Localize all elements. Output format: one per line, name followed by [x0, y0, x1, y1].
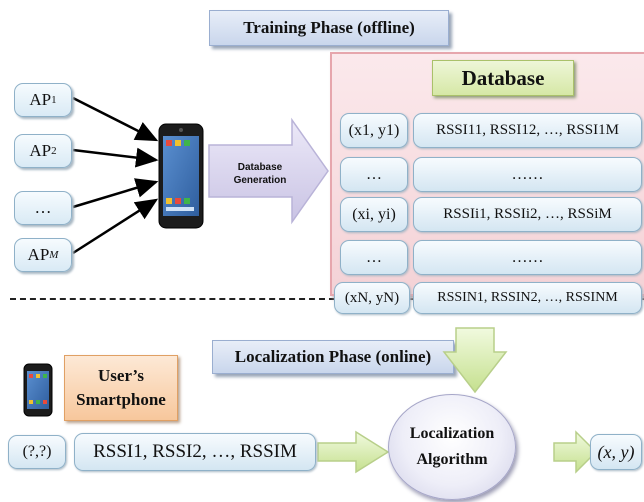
training-phase-title: Training Phase (offline): [209, 10, 449, 46]
db-rssi-cell: ……: [413, 240, 642, 275]
arrow-ap2: [72, 147, 159, 168]
unknown-position-text: (?,?): [22, 443, 52, 460]
arrow-right-rssi-to-algorithm: [317, 430, 390, 474]
algorithm-line2: Algorithm: [416, 451, 488, 468]
db-rssi-text: ……: [511, 165, 544, 183]
ap-subscript: M: [49, 249, 59, 261]
ap-subscript: 2: [51, 145, 57, 157]
localization-phase-title-text: Localization Phase (online): [234, 347, 432, 366]
db-rssi-cell: RSSIN1, RSSIN2, …, RSSINM: [413, 282, 642, 314]
database-generation-label-line2: Generation: [233, 175, 287, 186]
training-phase-title-text: Training Phase (offline): [243, 18, 415, 37]
phase-divider: [10, 298, 644, 300]
localization-phase-title: Localization Phase (online): [212, 340, 454, 374]
arrow-apm: [72, 198, 159, 255]
smartphone-icon: [158, 123, 204, 229]
user-smartphone-line1: User’s: [98, 366, 144, 385]
access-point-ellipsis: …: [14, 191, 72, 225]
database-title-text: Database: [461, 65, 545, 90]
db-rssi-text: RSSIN1, RSSIN2, …, RSSINM: [437, 290, 618, 305]
user-smartphone-box: User’s Smartphone: [64, 355, 178, 421]
user-smartphone-icon: [23, 363, 53, 417]
arrow-down-database-to-algorithm: [442, 327, 508, 394]
db-rssi-text: RSSIi1, RSSIi2, …, RSSiM: [443, 206, 612, 222]
db-coord-text: …: [366, 165, 382, 183]
db-coord-text: (x1, y1): [348, 121, 400, 139]
db-coord-cell: …: [340, 157, 408, 192]
arrow-ap-dots: [72, 178, 159, 209]
db-coord-text: …: [366, 248, 382, 266]
db-coord-cell: …: [340, 240, 408, 275]
database-title: Database: [432, 60, 574, 96]
user-smartphone-line2: Smartphone: [76, 390, 166, 409]
db-coord-cell: (xN, yN): [334, 282, 410, 314]
db-coord-text: (xN, yN): [344, 289, 400, 306]
measured-rssi-text: RSSI1, RSSI2, …, RSSIM: [93, 441, 297, 462]
unknown-position-cell: (?,?): [8, 435, 66, 469]
db-coord-cell: (x1, y1): [340, 113, 408, 148]
database-generation-label-line1: Database: [237, 162, 283, 173]
measured-rssi-cell: RSSI1, RSSI2, …, RSSIM: [74, 433, 316, 471]
ap-label: AP: [27, 245, 50, 264]
db-coord-text: (xi, yi): [352, 205, 396, 223]
db-rssi-cell: ……: [413, 157, 642, 192]
db-rssi-cell: RSSIi1, RSSIi2, …, RSSiM: [413, 197, 642, 232]
database-generation-arrow: [208, 117, 329, 225]
arrow-right-algorithm-to-result: [553, 430, 598, 474]
ap-label: AP: [29, 141, 52, 160]
database-generation-label: Database Generation: [214, 161, 306, 187]
localization-algorithm: Localization Algorithm: [388, 394, 516, 500]
db-rssi-text: ……: [511, 248, 544, 266]
result-cell: (x, y): [590, 434, 642, 470]
ap-label: AP: [29, 90, 52, 109]
db-rssi-text: RSSI11, RSSI12, …, RSSI1M: [436, 122, 619, 138]
result-text: (x, y): [597, 441, 635, 462]
algorithm-line1: Localization: [409, 425, 495, 442]
ap-subscript: 1: [51, 94, 57, 106]
arrow-ap1: [72, 96, 159, 142]
ap-label: …: [34, 198, 52, 217]
db-coord-cell: (xi, yi): [340, 197, 408, 232]
db-rssi-cell: RSSI11, RSSI12, …, RSSI1M: [413, 113, 642, 148]
